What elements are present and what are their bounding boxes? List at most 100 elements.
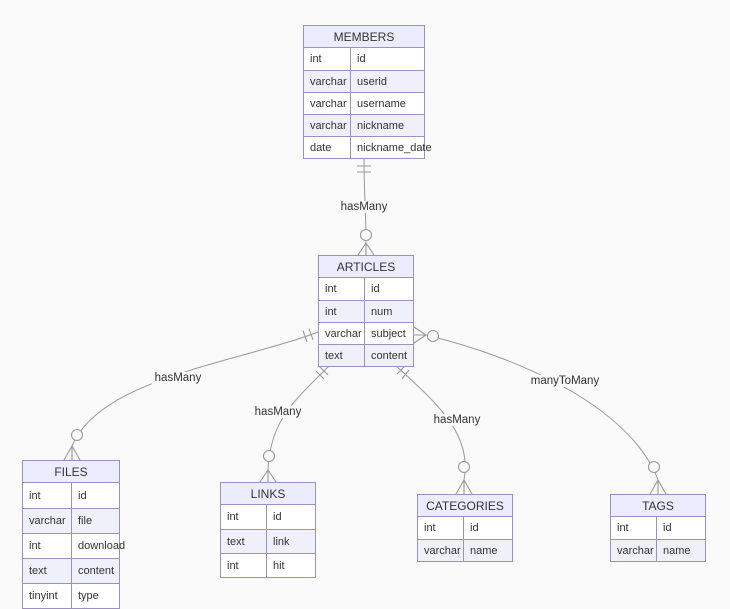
attribute-name: nickname — [350, 115, 424, 136]
cardinality-zero-circle — [647, 460, 661, 474]
attribute-type: int — [617, 522, 629, 534]
attribute-row: varchar nickname — [304, 114, 424, 136]
attribute-name: content — [71, 559, 119, 583]
attribute-row: int hit — [221, 553, 315, 577]
entity-attributes: int id int num varchar subject text cont… — [319, 278, 413, 366]
attribute-row: varchar name — [611, 539, 705, 561]
attribute-type: varchar — [310, 97, 347, 110]
attribute-type: text — [227, 535, 245, 548]
entity-title: MEMBERS — [304, 26, 424, 48]
attribute-row: int id — [221, 505, 315, 529]
relationship-label: manyToMany — [527, 375, 603, 387]
entity-title: CATEGORIES — [418, 495, 512, 517]
relationship-label: hasMany — [251, 406, 305, 418]
cardinality-zero-circle — [359, 228, 373, 242]
attribute-row: int download — [23, 533, 125, 558]
attribute-type: int — [29, 489, 41, 502]
edge-articles-tags — [413, 326, 667, 495]
entity-categories: CATEGORIES int id varchar name — [417, 494, 513, 562]
attribute-name: nickname_date — [350, 137, 432, 158]
attribute-type: int — [227, 511, 239, 523]
cardinality-one-ticks — [357, 165, 371, 173]
attribute-type: int — [325, 283, 337, 295]
attribute-type: int — [424, 522, 436, 534]
cardinality-zero-circle — [262, 449, 276, 463]
entity-attributes: int id varchar name — [418, 517, 512, 561]
attribute-type: varchar — [310, 75, 347, 88]
attribute-row: text content — [319, 344, 413, 366]
attribute-name: username — [350, 93, 424, 114]
attribute-type: varchar — [29, 515, 66, 527]
attribute-type: varchar — [325, 327, 362, 340]
attribute-name: id — [463, 517, 512, 539]
attribute-name: id — [364, 278, 413, 300]
cardinality-one-ticks — [315, 366, 329, 380]
attribute-type: varchar — [617, 544, 654, 557]
attribute-row: int id — [304, 48, 424, 70]
attribute-row: varchar name — [418, 539, 512, 561]
attribute-row: varchar subject — [319, 322, 413, 344]
attribute-name: userid — [350, 71, 424, 92]
attribute-name: id — [656, 517, 705, 539]
attribute-row: text content — [23, 558, 119, 583]
cardinality-zero-circle — [457, 460, 471, 474]
crow-foot-icon — [357, 242, 375, 256]
entity-attributes: int id text link int hit — [221, 505, 315, 577]
attribute-type: int — [325, 305, 337, 318]
attribute-name: type — [71, 584, 119, 608]
attribute-row: varchar userid — [304, 70, 424, 92]
attribute-type: int — [29, 540, 41, 552]
attribute-row: tinyint type — [23, 583, 119, 608]
relationship-label: hasMany — [430, 414, 484, 426]
relationship-line — [425, 334, 659, 481]
attribute-name: file — [71, 509, 119, 533]
attribute-row: varchar username — [304, 92, 424, 114]
attribute-row: text link — [221, 529, 315, 553]
attribute-name: content — [364, 345, 413, 366]
attribute-name: name — [463, 540, 512, 561]
crow-foot-icon — [413, 326, 427, 344]
attribute-name: id — [71, 483, 119, 508]
attribute-row: date nickname_date — [304, 136, 432, 158]
attribute-name: hit — [266, 554, 315, 577]
attribute-type: text — [29, 565, 47, 577]
attribute-row: int id — [611, 517, 705, 539]
attribute-type: int — [310, 53, 322, 65]
relationship-label: hasMany — [151, 372, 205, 384]
crow-foot-icon — [63, 444, 81, 461]
attribute-name: subject — [364, 323, 413, 344]
attribute-row: int id — [418, 517, 512, 539]
relationship-label: hasMany — [337, 201, 391, 213]
edge-articles-links — [259, 364, 331, 483]
entity-members: MEMBERS int id varchar userid varchar us… — [303, 25, 432, 159]
edge-articles-categories — [394, 364, 473, 495]
entity-attributes: int id varchar name — [611, 517, 705, 561]
attribute-row: varchar file — [23, 508, 119, 533]
crow-foot-icon — [455, 478, 473, 495]
cardinality-zero-circle — [426, 329, 440, 343]
edge-articles-files — [63, 328, 319, 461]
cardinality-zero-circle — [70, 428, 84, 442]
attribute-row: int num — [319, 300, 413, 322]
entity-title: LINKS — [221, 483, 315, 505]
attribute-name: id — [350, 48, 424, 70]
entity-links: LINKS int id text link int hit — [220, 482, 316, 578]
entity-title: TAGS — [611, 495, 705, 517]
crow-foot-icon — [259, 469, 277, 483]
entity-tags: TAGS int id varchar name — [610, 494, 706, 562]
attribute-name: download — [71, 534, 125, 558]
attribute-type: varchar — [310, 119, 347, 132]
attribute-type: date — [310, 141, 332, 154]
attribute-row: int id — [23, 483, 119, 508]
relationship-line — [71, 331, 319, 447]
entity-title: FILES — [23, 461, 119, 483]
cardinality-one-ticks — [396, 365, 410, 380]
attribute-name: id — [266, 505, 315, 529]
entity-attributes: int id varchar userid varchar username v… — [304, 48, 432, 158]
attribute-name: num — [364, 301, 413, 322]
attribute-name: link — [266, 530, 315, 553]
cardinality-one-ticks — [302, 328, 314, 343]
attribute-type: text — [325, 349, 343, 362]
attribute-type: int — [227, 559, 239, 572]
